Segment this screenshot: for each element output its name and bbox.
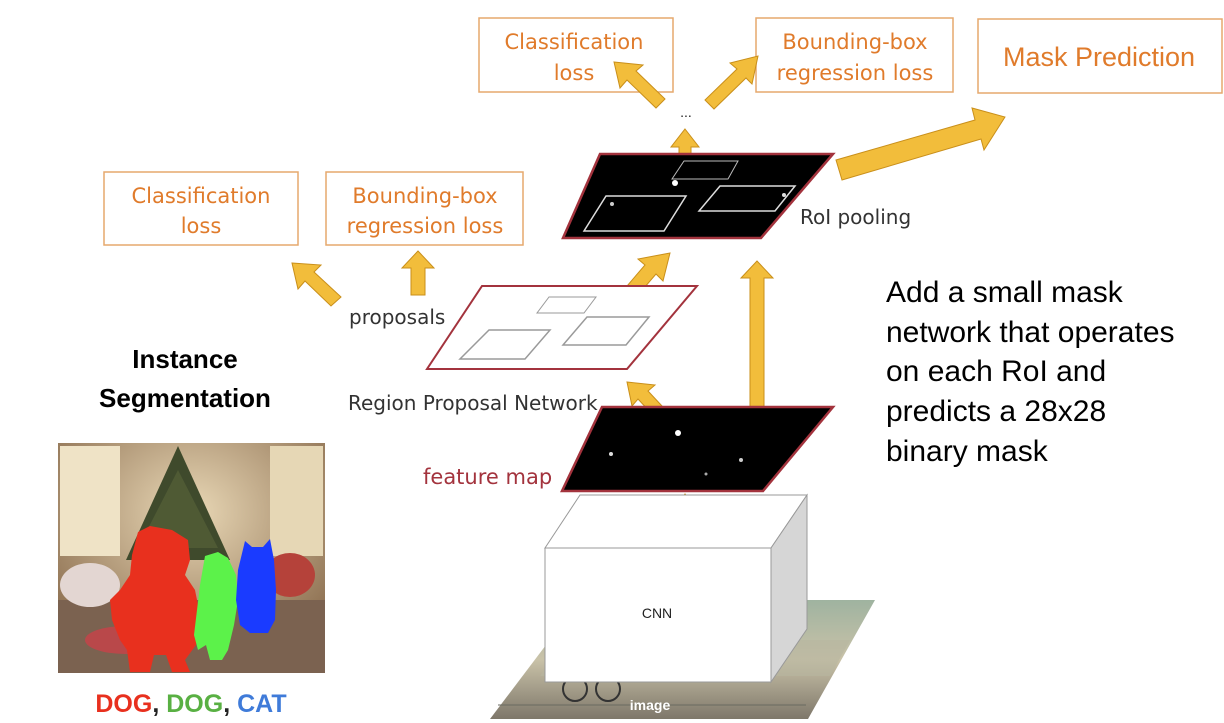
cat-mask-blue — [236, 539, 276, 633]
proposals-label: proposals — [349, 305, 445, 329]
roi-classification-loss-line2: loss — [554, 61, 595, 85]
roi-bbox-loss-line2: regression loss — [777, 61, 934, 85]
proposals-plane — [425, 285, 700, 370]
roi-classification-loss-line1: Classification — [505, 30, 644, 54]
class-sep-2: , — [223, 690, 237, 718]
description-line1: Add a small mask — [886, 276, 1124, 309]
arrow-to-rpn-bbox-loss — [400, 250, 436, 296]
mask-prediction-label: Mask Prediction — [1003, 42, 1195, 72]
rpn-bbox-loss-line1: Bounding-box — [352, 184, 497, 208]
arrow-to-roi-bbox-loss — [704, 55, 759, 110]
rpn-bbox-loss-line2: regression loss — [347, 214, 504, 238]
class-dog-1: DOG — [95, 690, 152, 718]
panel-title-line1: Instance — [132, 344, 238, 374]
dog-mask-red — [110, 526, 200, 672]
description-line5: binary mask — [886, 435, 1049, 468]
arrow-to-roi-class-loss — [613, 61, 666, 109]
description-line2: network that operates — [886, 316, 1175, 349]
roi-bbox-regression-loss-box: Bounding-box regression loss — [755, 17, 954, 93]
arrow-to-mask-prediction — [835, 107, 1006, 181]
feature-map-label: feature map — [423, 465, 552, 489]
arrow-to-rpn-class-loss — [291, 262, 342, 307]
rpn-classification-loss-line2: loss — [181, 214, 222, 238]
description-line3: on each RoI and — [886, 355, 1106, 388]
rpn-classification-loss-box: Classification loss — [103, 171, 299, 246]
cnn-box: CNN — [544, 493, 808, 684]
rpn-classification-loss-line1: Classification — [132, 184, 271, 208]
class-cat: CAT — [237, 690, 287, 718]
rpn-label: Region Proposal Network — [348, 391, 598, 415]
roi-classification-loss-box: Classification loss — [478, 17, 674, 93]
description-text: Add a small mask network that operates o… — [886, 276, 1175, 468]
segmentation-photo — [58, 443, 325, 673]
cnn-label: CNN — [642, 605, 672, 621]
class-sep-1: , — [152, 690, 166, 718]
image-label: image — [630, 697, 671, 713]
dog-mask-green — [194, 552, 238, 660]
description-line4: predicts a 28x28 — [886, 395, 1106, 428]
roi-pooling-label: RoI pooling — [800, 205, 911, 229]
class-dog-2: DOG — [166, 690, 223, 718]
feature-map-plane — [560, 405, 836, 493]
mask-prediction-box: Mask Prediction — [977, 18, 1223, 94]
ellipsis-label: ... — [680, 104, 692, 120]
class-labels: DOG, DOG, CAT — [95, 690, 286, 718]
rpn-bbox-regression-loss-box: Bounding-box regression loss — [325, 171, 524, 246]
roi-bbox-loss-line1: Bounding-box — [782, 30, 927, 54]
roi-pooling-plane — [561, 152, 836, 240]
panel-title-line2: Segmentation — [99, 383, 271, 413]
